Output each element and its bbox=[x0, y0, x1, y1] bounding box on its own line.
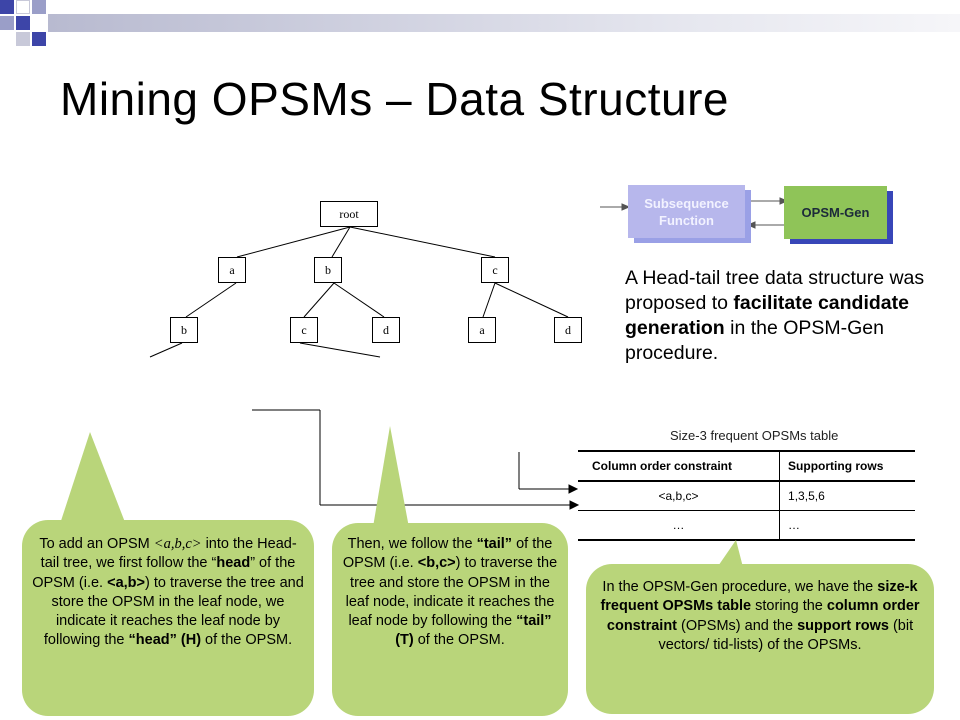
tree-node-c-a: a bbox=[468, 317, 496, 343]
tree-node-b-c: c bbox=[290, 317, 318, 343]
table-row: … … bbox=[578, 510, 915, 541]
head-explanation-bubble: To add an OPSM <a,b,c> into the Head-tai… bbox=[22, 520, 314, 716]
tree-node-c: c bbox=[481, 257, 509, 283]
tree-node-a: a bbox=[218, 257, 246, 283]
page-title: Mining OPSMs – Data Structure bbox=[60, 73, 729, 125]
table-cell: <a,b,c> bbox=[578, 481, 780, 511]
corner-decoration bbox=[0, 0, 60, 60]
frequent-opsms-table: Column order constraint Supporting rows … bbox=[578, 450, 915, 541]
table-header-supporting-rows: Supporting rows bbox=[779, 450, 915, 482]
flow-arrows bbox=[600, 197, 789, 229]
tree-node-b-d: d bbox=[372, 317, 400, 343]
description-text: A Head-tail tree data structure was prop… bbox=[625, 267, 925, 364]
table-header-column-order: Column order constraint bbox=[578, 450, 780, 482]
subsequence-function-box: Subsequence Function bbox=[628, 185, 745, 238]
table-cell: 1,3,5,6 bbox=[779, 481, 915, 511]
tree-node-a-b: b bbox=[170, 317, 198, 343]
tree-node-c-d: d bbox=[554, 317, 582, 343]
table-explanation-bubble: In the OPSM-Gen procedure, we have the s… bbox=[586, 564, 934, 714]
title-bar-decoration bbox=[48, 14, 960, 32]
tail-explanation-bubble: Then, we follow the “tail” of the OPSM (… bbox=[332, 523, 568, 716]
table-cell: … bbox=[578, 510, 780, 541]
table-cell: … bbox=[779, 510, 915, 541]
opsm-gen-box: OPSM-Gen bbox=[784, 186, 887, 239]
table-row: <a,b,c> 1,3,5,6 bbox=[578, 481, 915, 511]
tree-node-root: root bbox=[320, 201, 378, 227]
table-caption: Size-3 frequent OPSMs table bbox=[670, 428, 839, 443]
table-header-row: Column order constraint Supporting rows bbox=[578, 450, 915, 482]
tree-node-b: b bbox=[314, 257, 342, 283]
